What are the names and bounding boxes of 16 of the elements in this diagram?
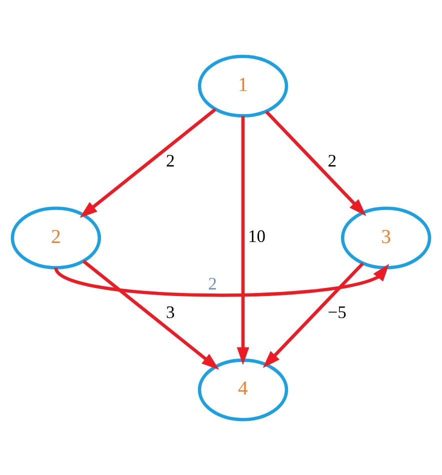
arrow [265,110,366,216]
node-ellipse: 1 [198,54,288,117]
arrow [82,259,220,370]
arrow [80,108,216,218]
edge-label: −5 [328,302,346,322]
edge-label: 2 [208,273,217,294]
edge-label: 2 [166,150,175,170]
edge-label: 3 [166,302,175,322]
node-ellipse: 3 [340,206,432,269]
node-ellipse: 4 [198,358,288,421]
arrow [262,262,364,368]
edge-label: 10 [248,226,266,246]
arrow [236,116,250,364]
edge-label: 2 [328,150,337,170]
arrow [54,263,390,296]
node-ellipse: 2 [10,206,102,269]
